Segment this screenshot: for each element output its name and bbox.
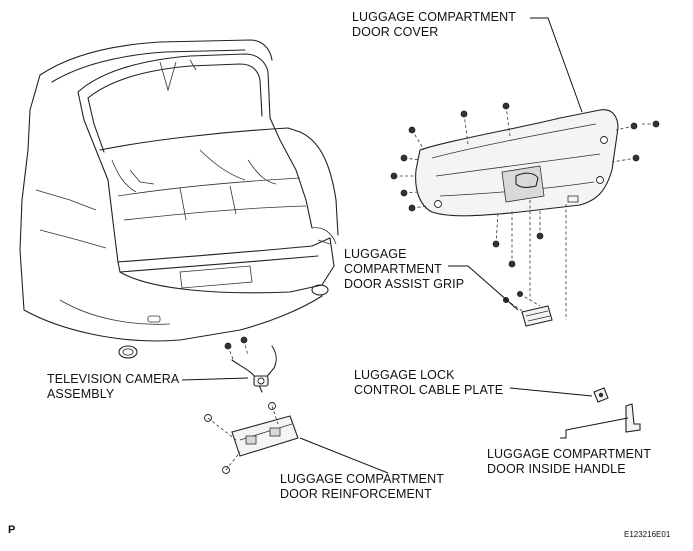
door-cover-part xyxy=(415,109,619,217)
label-assist-grip: LUGGAGE COMPARTMENT DOOR ASSIST GRIP xyxy=(344,247,465,291)
leader-lines xyxy=(181,17,629,474)
label-reinforcement: LUGGAGE COMPARTMENT DOOR REINFORCEMENT xyxy=(280,472,444,501)
label-door-cover: LUGGAGE COMPARTMENT DOOR COVER xyxy=(352,10,516,39)
tv-camera-part xyxy=(224,336,277,393)
label-lock-cable-plate: LUGGAGE LOCK CONTROL CABLE PLATE xyxy=(354,368,504,397)
corner-mark: P xyxy=(8,524,16,536)
reinforcement-part xyxy=(204,402,299,474)
vehicle-rear-view xyxy=(19,39,339,359)
label-tv-camera: TELEVISION CAMERA ASSEMBLY xyxy=(47,372,180,401)
cover-clips xyxy=(390,102,660,320)
inside-handle-part xyxy=(625,403,641,433)
label-inside-handle: LUGGAGE COMPARTMENT DOOR INSIDE HANDLE xyxy=(487,447,651,476)
assist-grip-part xyxy=(502,290,553,327)
figure-code: E123216E01 xyxy=(624,530,671,539)
cable-plate-part xyxy=(593,387,609,403)
